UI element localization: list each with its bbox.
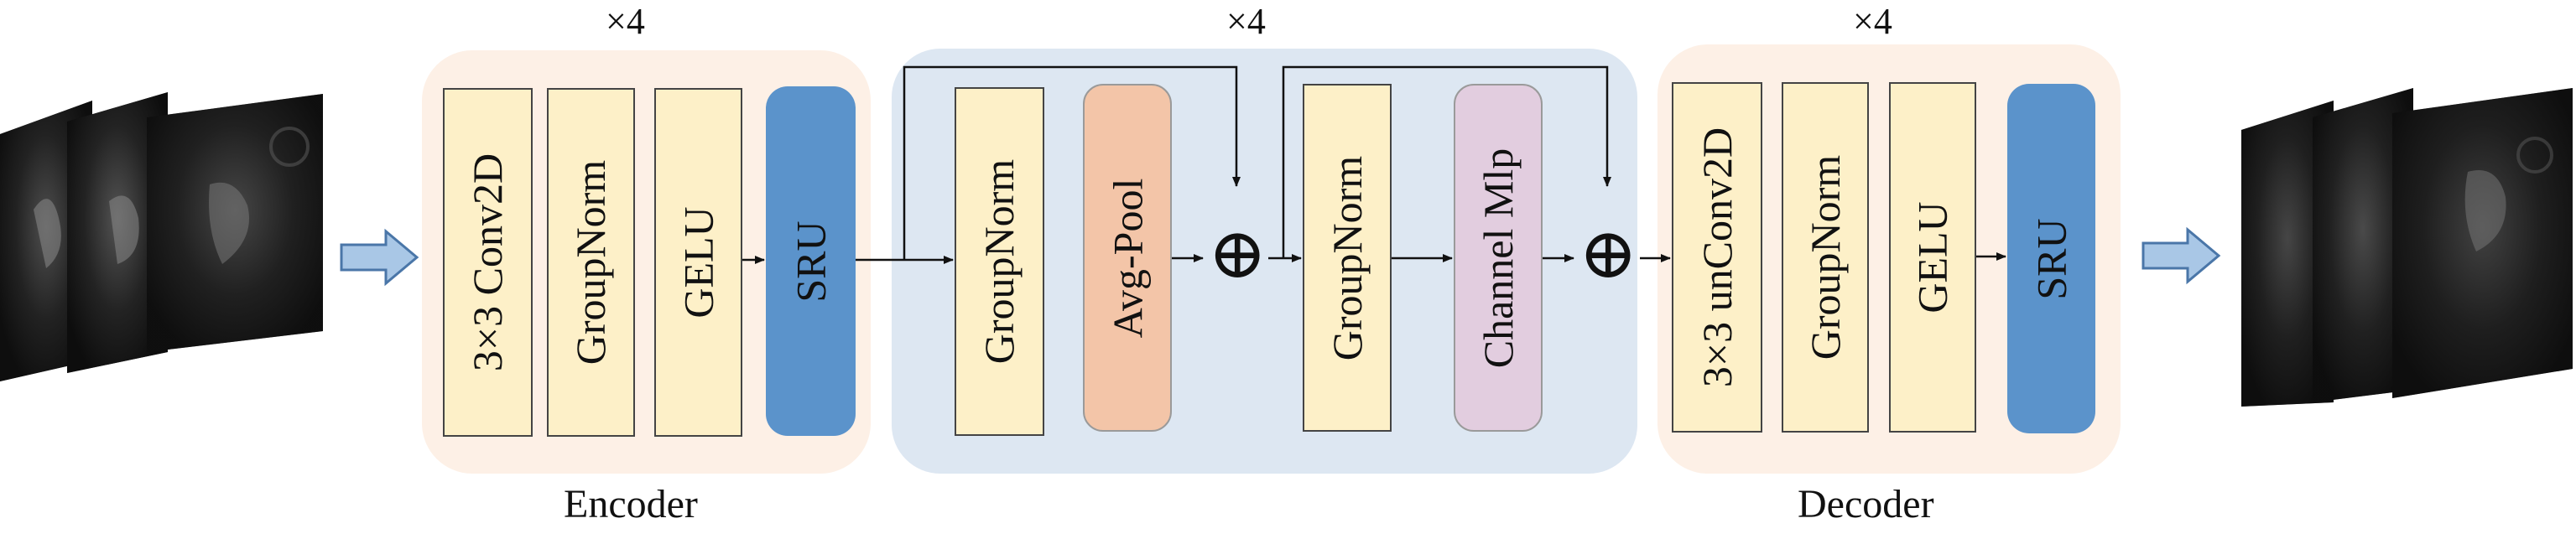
residual-add-2-icon: ⊕ — [1579, 215, 1638, 293]
encoder-repeat-label: ×4 — [606, 1, 645, 42]
translator-repeat-label: ×4 — [1226, 1, 1266, 42]
residual-add-1-icon: ⊕ — [1208, 215, 1267, 293]
encoder-groupnorm-block: GroupNorm — [547, 88, 635, 437]
output-arrow-icon — [2141, 226, 2221, 285]
input-arrow-icon — [340, 228, 419, 287]
avgpool-block: Avg-Pool — [1083, 84, 1172, 432]
translator-groupnorm1-block: GroupNorm — [955, 87, 1044, 436]
decoder-sru-block: SRU — [2007, 84, 2095, 433]
encoder-gelu-block: GELU — [654, 88, 742, 437]
input-frames — [0, 92, 323, 381]
decoder-gelu-block: GELU — [1889, 82, 1976, 433]
encoder-conv-block: 3×3 Conv2D — [443, 88, 533, 437]
translator-groupnorm2-block: GroupNorm — [1303, 84, 1392, 432]
decoder-repeat-label: ×4 — [1853, 1, 1892, 42]
decoder-groupnorm-block: GroupNorm — [1782, 82, 1869, 433]
decoder-unconv-block: 3×3 unConv2D — [1672, 82, 1762, 433]
output-frames — [2241, 88, 2573, 407]
encoder-sru-block: SRU — [766, 86, 856, 436]
channel-mlp-block: Channel Mlp — [1454, 84, 1543, 432]
decoder-title: Decoder — [1798, 482, 1934, 526]
encoder-title: Encoder — [564, 482, 698, 526]
